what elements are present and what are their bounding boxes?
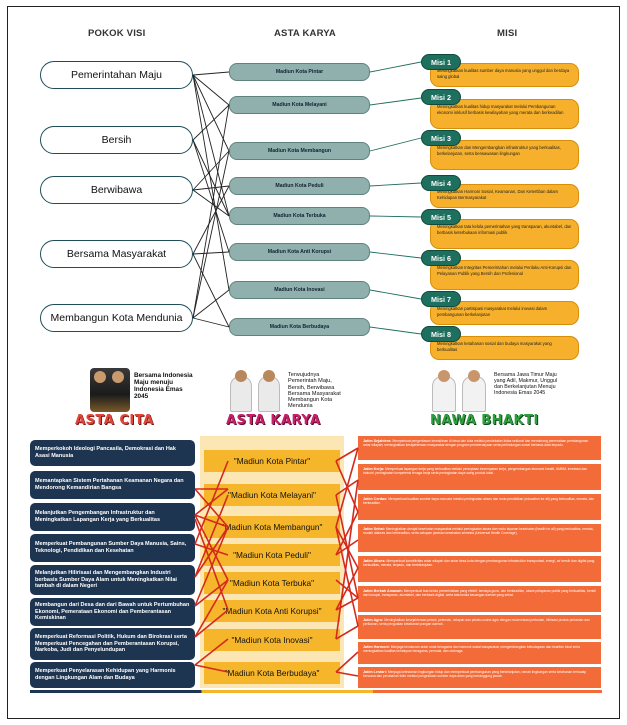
asta-karya-bottom-item: "Madiun Kota Melayani" [204,484,340,506]
asta-karya-bottom-item: "Madiun Kota Membangun" [204,516,340,538]
nawa-bhakti-item: Jatim Kerja: Memperluas lapangan kerja y… [358,464,601,490]
nawa-bhakti-item: Jatim Cerdas: Memperkuat kualitas sumber… [358,494,601,520]
asta-karya-bottom-item: "Madiun Kota Anti Korupsi" [204,600,340,622]
asta-karya-title: ASTA KARYA [226,413,321,428]
nawa-bhakti-item: Jatim Harmoni: Menjaga kerukunan antar u… [358,642,601,664]
nawa-bhakti-photo [430,370,490,412]
asta-karya-item: Madiun Kota Berbudaya [229,318,370,336]
asta-karya-bottom-item: "Madiun Kota Terbuka" [204,572,340,594]
asta-karya-item: Madiun Kota Inovasi [229,281,370,299]
asta-karya-item: Madiun Kota Peduli [229,177,370,195]
header-pokok-visi: POKOK VISI [88,28,146,39]
asta-cita-banner: Bersama Indonesia Maju menuju Indonesia … [134,372,193,400]
asta-cita-item: Melanjutkan Pengembangan Infrastruktur d… [30,503,195,531]
nawa-bhakti-item: Jatim Agro: Meningkatkan kesejahteraan p… [358,615,601,639]
visi-berwibawa: Berwibawa [40,176,193,204]
asta-karya-item: Madiun Kota Melayani [229,96,370,114]
asta-karya-item: Madiun Kota Pintar [229,63,370,81]
asta-cita-item: Memantapkan Sistem Pertahanan Keamanan N… [30,471,195,499]
bottom-stripe [30,690,602,693]
asta-cita-item: Memperkuat Pembangunan Sumber Daya Manus… [30,534,195,562]
nawa-bhakti-banner: Bersama Jawa Timur Maju yang Adil, Makmu… [494,372,558,396]
nawa-bhakti-item: Jatim Sehat: Meningkatkan derajat keseha… [358,524,601,552]
asta-karya-photo [226,370,284,412]
asta-cita-item: Melanjutkan Hilirisasi dan Mengembangkan… [30,565,195,595]
asta-karya-bottom-item: "Madiun Kota Berbudaya" [204,662,340,684]
misi-text: Meningkatkan dan Mengembangkan infrastru… [430,140,579,170]
visi-bersih: Bersih [40,126,193,154]
asta-karya-item: Madiun Kota Anti Korupsi [229,243,370,261]
asta-karya-item: Madiun Kota Terbuka [229,207,370,225]
misi-tag: Misi 7 [421,291,461,307]
asta-karya-bottom-item: "Madiun Kota Inovasi" [204,629,340,651]
asta-karya-banner: Terwujudnya Pemerintah Maju, Bersih, Ber… [288,372,341,410]
misi-tag: Misi 8 [421,326,461,342]
nawa-bhakti-item: Jatim Berkah Amanah: Memperkuat tata kel… [358,586,601,612]
asta-cita-title: ASTA CITA [75,413,154,428]
misi-tag: Misi 1 [421,54,461,70]
asta-karya-bottom-item: "Madiun Kota Pintar" [204,450,340,472]
misi-tag: Misi 5 [421,209,461,225]
misi-tag: Misi 6 [421,250,461,266]
misi-tag: Misi 4 [421,175,461,191]
misi-tag: Misi 3 [421,130,461,146]
visi-pemerintahan-maju: Pemerintahan Maju [40,61,193,89]
nawa-bhakti-title: NAWA BHAKTI [430,413,539,428]
header-misi: MISI [497,28,518,39]
misi-tag: Misi 2 [421,89,461,105]
misi-text: Meningkatkan partisipasi masyarakat mela… [430,301,579,325]
nawa-bhakti-item: Jatim Lestari: Menjaga kelestarian lingk… [358,667,601,688]
asta-karya-bottom-item: "Madiun Kota Peduli" [204,544,340,566]
asta-cita-item: Memperkuat Reformasi Politik, Hukum dan … [30,628,195,660]
asta-karya-item: Madiun Kota Membangun [229,142,370,160]
visi-bersama-masyarakat: Bersama Masyarakat [40,240,193,268]
asta-cita-photo [90,368,130,412]
header-asta-karya: ASTA KARYA [274,28,336,39]
visi-membangun-kota-mendunia: Membangun Kota Mendunia [40,304,193,332]
nawa-bhakti-item: Jatim Sejahtera: Memperkuat pengentasan … [358,436,601,460]
nawa-bhakti-item: Jatim Akses: Memperkuat konektivitas ant… [358,556,601,582]
asta-cita-item: Memperkokoh Ideologi Pancasila, Demokras… [30,440,195,466]
misi-text: Meningkatkan Harmoni Sosial, Keamanan, D… [430,184,579,208]
asta-cita-item: Memperkuat Penyelarasan Kehidupan yang H… [30,662,195,688]
asta-cita-item: Membangun dari Desa dan dari Bawah untuk… [30,598,195,626]
misi-text: Meningkatkan kualitas hidup masyarakat m… [430,99,579,129]
